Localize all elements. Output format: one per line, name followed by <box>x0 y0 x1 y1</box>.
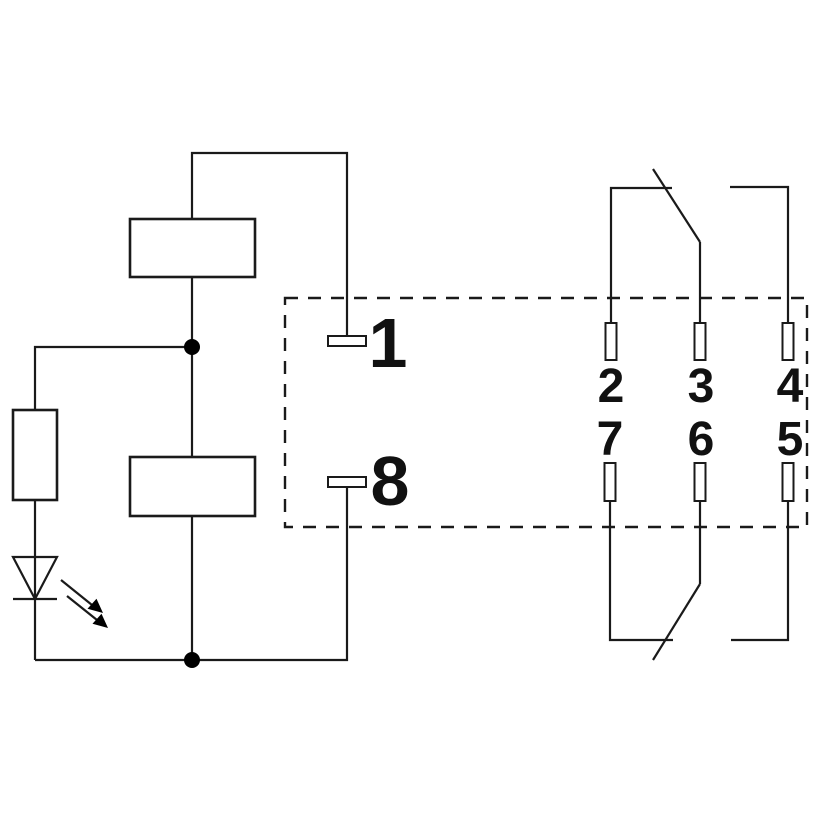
pin-6-label: 6 <box>688 413 715 466</box>
led-diode-icon <box>11 555 59 602</box>
pin-1-terminal <box>327 335 367 347</box>
relay-body-outline <box>283 296 809 529</box>
pin-1-label: 1 <box>369 304 408 382</box>
pin-4-label: 4 <box>777 360 804 413</box>
pin-3-label: 3 <box>688 360 715 413</box>
component-box-top <box>128 217 257 279</box>
pin-6-terminal <box>693 462 707 502</box>
wire-led-branch <box>33 345 192 410</box>
control-circuit <box>11 151 349 668</box>
switch-blade-top <box>652 168 701 243</box>
junction-dot-upper <box>184 339 200 355</box>
coil-pin-8: 8 <box>327 442 410 520</box>
component-box-bottom <box>128 455 257 518</box>
resistor <box>11 408 59 502</box>
contact-set-top: 2 3 4 <box>598 168 804 413</box>
pin-7-terminal <box>603 462 617 502</box>
wire-pin-2 <box>609 186 672 323</box>
pin-4-terminal <box>781 322 795 361</box>
pin-7-label: 7 <box>597 413 624 466</box>
switch-blade-bottom <box>652 583 701 661</box>
wire-bottom-rail <box>35 487 349 662</box>
wire-pin-4 <box>730 185 790 323</box>
pin-2-label: 2 <box>598 360 625 413</box>
pin-5-label: 5 <box>777 413 804 466</box>
wire-pin-7 <box>608 501 673 642</box>
junction-dot-lower <box>184 652 200 668</box>
wire-top-loop <box>190 151 349 336</box>
led-emission-arrows-icon <box>60 579 108 628</box>
pin-2-terminal <box>604 322 618 361</box>
pin-8-label: 8 <box>371 442 410 520</box>
pin-3-terminal <box>693 322 707 361</box>
wire-pin-5 <box>731 501 790 642</box>
pin-5-terminal <box>781 462 795 502</box>
coil-pin-1: 1 <box>327 304 408 382</box>
pin-8-terminal <box>327 476 367 488</box>
contact-set-bottom: 7 6 5 <box>597 413 804 661</box>
diode-triangle <box>11 555 59 602</box>
